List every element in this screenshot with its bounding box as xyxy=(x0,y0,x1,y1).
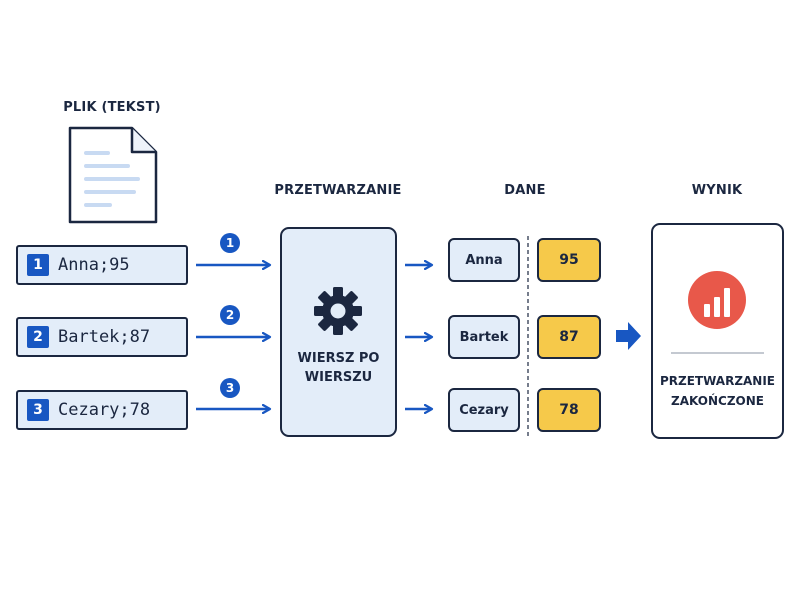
step-badge-3: 3 xyxy=(220,378,240,398)
row-number: 1 xyxy=(27,254,49,276)
processing-label: WIERSZ PO WIERSZU xyxy=(282,349,395,387)
processing-heading: PRZETWARZANIE xyxy=(274,183,402,198)
bar-chart-icon xyxy=(688,271,746,329)
result-heading: WYNIK xyxy=(691,183,743,198)
file-heading: PLIK (TEKST) xyxy=(63,100,161,115)
row-text: Anna;95 xyxy=(58,255,130,275)
text-row-3: 3 Cezary;78 xyxy=(16,390,188,430)
result-label-line1: PRZETWARZANIE xyxy=(659,374,776,388)
data-value-1: 95 xyxy=(537,238,601,282)
row-number: 2 xyxy=(27,326,49,348)
result-label-line2: ZAKOŃCZONE xyxy=(671,394,764,408)
data-heading: DANE xyxy=(504,183,546,198)
text-row-2: 2 Bartek;87 xyxy=(16,317,188,357)
result-arrow-icon xyxy=(616,322,641,350)
data-name-3: Cezary xyxy=(448,388,520,432)
processing-label-line2: WIERSZU xyxy=(304,370,373,385)
gear-icon xyxy=(314,287,362,335)
text-row-1: 1 Anna;95 xyxy=(16,245,188,285)
step-badge-1: 1 xyxy=(220,233,240,253)
data-value-3: 78 xyxy=(537,388,601,432)
data-name-2: Bartek xyxy=(448,315,520,359)
result-label: PRZETWARZANIE ZAKOŃCZONE xyxy=(653,371,782,411)
data-name-1: Anna xyxy=(448,238,520,282)
data-value-2: 87 xyxy=(537,315,601,359)
processing-label-line1: WIERSZ PO xyxy=(297,351,380,366)
processing-box: WIERSZ PO WIERSZU xyxy=(280,227,397,437)
step-badge-2: 2 xyxy=(220,305,240,325)
result-box: PRZETWARZANIE ZAKOŃCZONE xyxy=(651,223,784,439)
document-icon xyxy=(68,126,158,224)
result-divider xyxy=(671,352,764,354)
row-number: 3 xyxy=(27,399,49,421)
row-text: Cezary;78 xyxy=(58,400,151,420)
row-text: Bartek;87 xyxy=(58,327,151,347)
